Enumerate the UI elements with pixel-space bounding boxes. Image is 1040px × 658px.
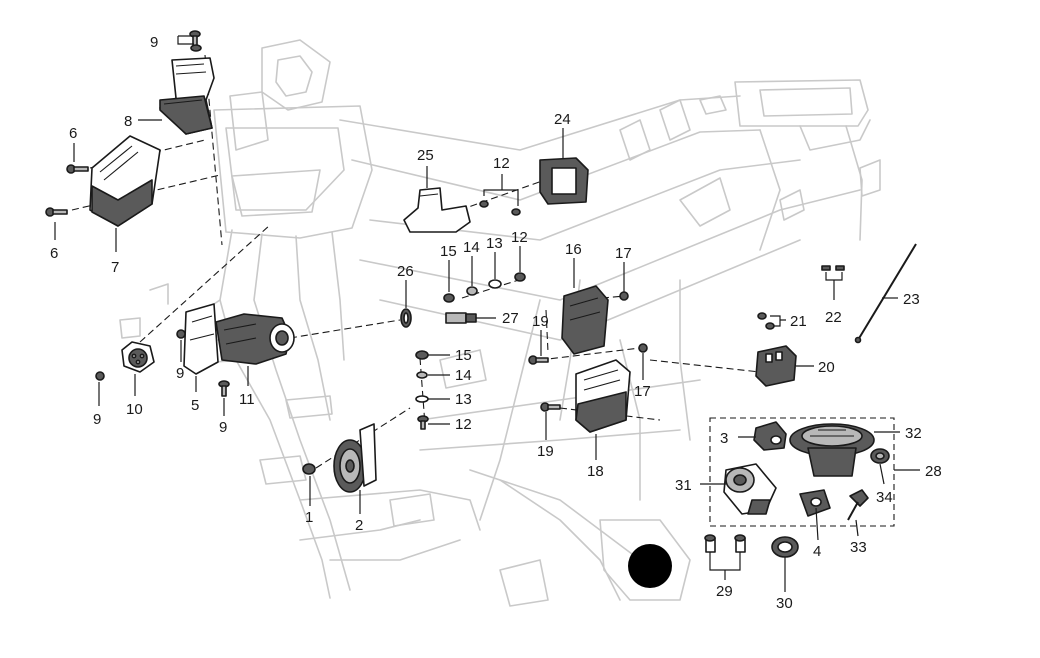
callout-4: 4 [813, 543, 821, 560]
grommet-26 [400, 308, 412, 328]
screw-9-bottom [218, 380, 230, 397]
bracket-8 [159, 57, 215, 135]
callout-30: 30 [776, 595, 793, 612]
callout-23: 23 [903, 291, 920, 308]
bolt-12-lower [417, 415, 429, 430]
callout-15-bottom: 15 [455, 347, 472, 364]
screw-6-upper [66, 164, 89, 174]
nut-1 [302, 463, 316, 475]
callout-10: 10 [126, 401, 143, 418]
callout-2: 2 [355, 517, 363, 534]
callout-7: 7 [111, 259, 119, 276]
screw-9-top [189, 30, 202, 52]
screw-9-left [95, 371, 105, 381]
grommet-34 [870, 448, 890, 464]
ecu-7 [89, 135, 161, 227]
washer-14-lower [416, 371, 428, 379]
callout-21: 21 [790, 313, 807, 330]
bracket-3 [753, 421, 787, 451]
callout-3: 3 [720, 430, 728, 447]
bracket-25 [403, 187, 471, 233]
callout-31: 31 [675, 477, 692, 494]
callout-29: 29 [716, 583, 733, 600]
relay-20 [755, 345, 797, 387]
callout-9-left: 9 [93, 411, 101, 428]
callout-19-top: 19 [532, 313, 549, 330]
callout-9-bracket: 9 [176, 365, 184, 382]
callout-14-bottom: 14 [455, 367, 472, 384]
callout-17-bottom: 17 [634, 383, 651, 400]
callout-33: 33 [850, 539, 867, 556]
bolt-12-mid-a [479, 200, 489, 208]
bolt-12-upper [514, 272, 526, 282]
callout-32: 32 [905, 425, 922, 442]
assembly-group-28-box [709, 417, 895, 527]
callout-8: 8 [124, 113, 132, 130]
callout-12-mid: 12 [511, 229, 528, 246]
screw-17-lower [638, 343, 648, 353]
callout-34: 34 [876, 489, 893, 506]
callout-5: 5 [191, 397, 199, 414]
callout-27: 27 [502, 310, 519, 327]
callout-26: 26 [397, 263, 414, 280]
callout-20: 20 [818, 359, 835, 376]
callout-6-lower: 6 [50, 245, 58, 262]
nut-21-a [757, 312, 767, 320]
connector-10 [121, 341, 155, 373]
callout-12-bottom: 12 [455, 416, 472, 433]
washer-13-upper [488, 279, 502, 289]
callout-15-top: 15 [440, 243, 457, 260]
nut-21-b [765, 322, 775, 330]
washer-13-lower [415, 395, 429, 403]
cable-tie-23 [854, 243, 917, 344]
screw-6-lower [45, 207, 68, 217]
screw-17-upper [619, 291, 629, 301]
callout-13-top: 13 [486, 235, 503, 252]
callout-24: 24 [554, 111, 571, 128]
nut-15-upper [443, 293, 455, 303]
key-33 [847, 489, 869, 521]
callout-28: 28 [925, 463, 942, 480]
bolt-19-upper [528, 355, 549, 365]
callout-12-top: 12 [493, 155, 510, 172]
lock-cylinder-4 [799, 489, 831, 517]
washer-14-upper [466, 286, 478, 296]
callout-11: 11 [239, 391, 255, 408]
callout-14-top: 14 [463, 239, 480, 256]
callout-9-top: 9 [150, 34, 158, 51]
callout-18: 18 [587, 463, 604, 480]
bolt-12-mid-b [511, 208, 521, 216]
ignition-lock-31 [723, 463, 777, 515]
bolt-29-a [704, 534, 716, 553]
relay-box-24 [539, 157, 589, 205]
callout-17-top: 17 [615, 245, 632, 262]
callout-19-bottom: 19 [537, 443, 554, 460]
callout-22: 22 [825, 309, 842, 326]
bracket-5 [183, 303, 219, 375]
module-18 [575, 359, 631, 433]
fuel-cap-32 [789, 423, 875, 477]
fitting-27 [445, 312, 477, 324]
leader-lines [54, 35, 920, 592]
callout-1: 1 [305, 509, 313, 526]
module-16 [561, 285, 609, 355]
clip-22-a [821, 265, 831, 271]
callout-25: 25 [417, 147, 434, 164]
callout-16: 16 [565, 241, 582, 258]
callout-9-bottom: 9 [219, 419, 227, 436]
abs-modulator-11 [215, 313, 295, 365]
screw-9-bracket [176, 329, 186, 339]
bolt-29-b [734, 534, 746, 553]
callout-13-bottom: 13 [455, 391, 472, 408]
callout-6-upper: 6 [69, 125, 77, 142]
horn-2 [333, 423, 377, 493]
nut-15-lower [415, 350, 429, 360]
seal-ring-30 [771, 536, 799, 558]
bolt-19-lower [540, 402, 561, 412]
clip-22-b [835, 265, 845, 271]
motorcycle-frame-outline [119, 39, 881, 607]
